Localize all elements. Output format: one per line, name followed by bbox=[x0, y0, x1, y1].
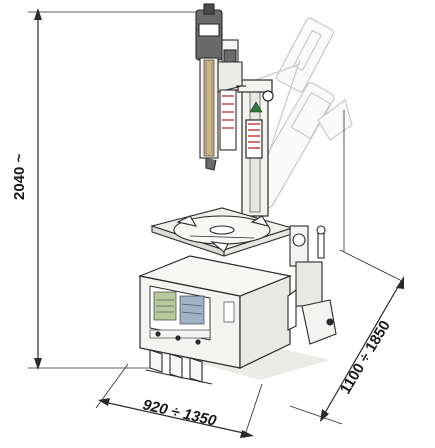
height-dimension: 2040 ~ bbox=[11, 8, 210, 370]
main-column bbox=[237, 79, 274, 217]
tool-arm bbox=[195, 3, 246, 171]
bead-breaker bbox=[287, 225, 337, 345]
turntable bbox=[150, 207, 294, 257]
pedals bbox=[145, 349, 213, 385]
width-label: 920 ÷ 1350 bbox=[141, 396, 219, 430]
depth-label: 1100 ÷ 1850 bbox=[337, 318, 394, 397]
cabinet bbox=[137, 255, 293, 369]
height-label: 2040 ~ bbox=[11, 153, 28, 200]
